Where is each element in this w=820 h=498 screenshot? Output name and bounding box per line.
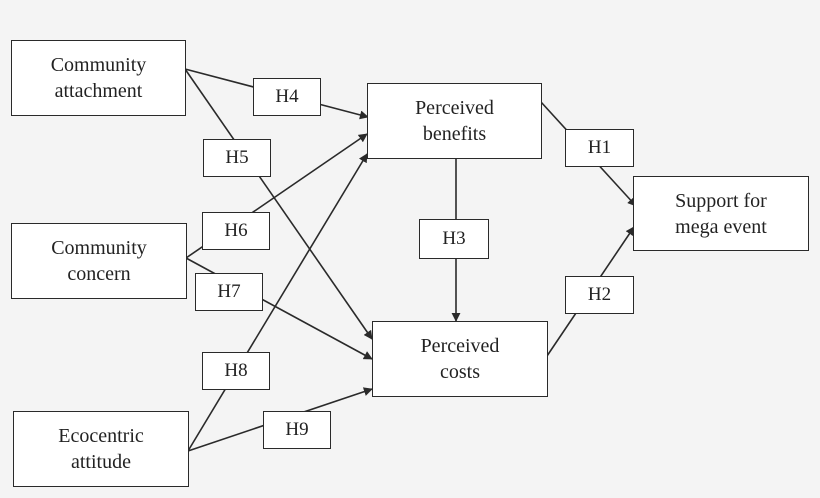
construct-perceived-benefits: Perceived benefits [367, 83, 542, 159]
construct-label: Support for mega event [675, 189, 767, 238]
construct-perceived-costs: Perceived costs [372, 321, 548, 397]
hypothesis-label-h9: H9 [263, 411, 331, 449]
construct-support-mega-event: Support for mega event [633, 176, 809, 251]
construct-ecocentric-attitude: Ecocentric attitude [13, 411, 189, 487]
hypothesis-label-h5: H5 [203, 139, 271, 177]
hypothesis-label-h3: H3 [419, 219, 489, 259]
hypothesis-label-h6: H6 [202, 212, 270, 250]
construct-label: Community attachment [50, 54, 147, 102]
path-h5 [184, 68, 373, 340]
construct-label: Ecocentric attitude [58, 425, 144, 473]
path-h8 [187, 153, 368, 452]
hypothesis-label-h1: H1 [565, 129, 634, 167]
hypothesis-label-h8: H8 [202, 352, 270, 390]
construct-community-concern: Community concern [11, 223, 187, 299]
hypothesis-label-h4: H4 [253, 78, 321, 116]
hypothesis-label-h2: H2 [565, 276, 634, 314]
construct-label: Perceived costs [420, 335, 500, 383]
construct-label: Perceived benefits [415, 97, 494, 145]
construct-community-attachment: Community attachment [11, 40, 186, 116]
construct-label: Community concern [51, 237, 147, 285]
hypothesis-label-h7: H7 [195, 273, 263, 311]
